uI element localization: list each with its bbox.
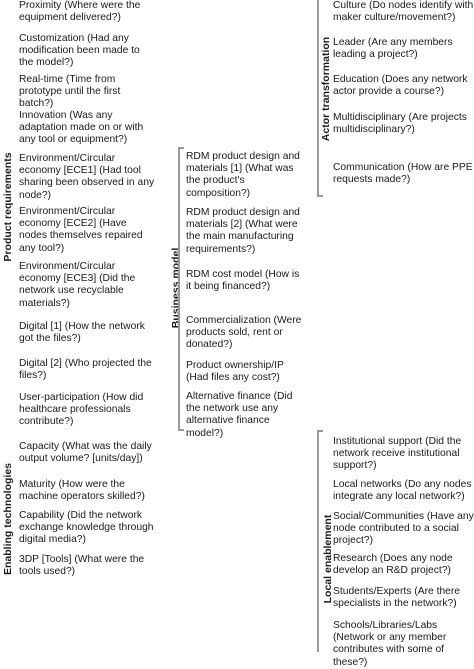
list-item: Schools/Libraries/Labs (Network or any m… xyxy=(333,620,447,668)
list-item: Culture (Do nodes identify with maker cu… xyxy=(333,0,474,24)
list-item: Capacity (What was the daily output volu… xyxy=(19,441,152,465)
list-item: Environment/Circular economy [ECE2] (Hav… xyxy=(19,206,143,254)
list-item: Innovation (Was any adaptation made on o… xyxy=(19,110,144,146)
list-item: Multidisciplinary (Are projects multidis… xyxy=(333,112,467,136)
list-item: Environment/Circular economy [ECE1] (Had… xyxy=(19,153,155,201)
list-item: Social/Communities (Have any node contri… xyxy=(333,511,474,547)
list-item: Maturity (How were the machine operators… xyxy=(19,479,145,503)
category-enabling-technologies: Enabling technologies xyxy=(2,463,14,576)
list-item: Product ownership/IP (Had files any cost… xyxy=(186,360,284,384)
bracket-local-enablement xyxy=(317,430,323,652)
list-item: Proximity (Where were the equipment deli… xyxy=(19,0,141,24)
list-item: RDM product design and materials [1] (Wh… xyxy=(186,151,300,199)
list-item: Digital [2] (Who projected the files?) xyxy=(19,358,152,382)
list-item: User-participation (How did healthcare p… xyxy=(19,392,144,428)
list-item: Commercialization (Were products sold, r… xyxy=(186,315,302,351)
list-item: Customization (Had any modification been… xyxy=(19,33,140,69)
list-item: Digital [1] (How the network got the fil… xyxy=(19,321,145,345)
list-item: Communication (How are PPE requests made… xyxy=(333,162,473,186)
bracket-actor-transformation xyxy=(317,0,323,197)
list-item: Students/Experts (Are there specialists … xyxy=(333,586,461,610)
list-item: Research (Does any node develop an R&D p… xyxy=(333,553,453,577)
list-item: Leader (Are any members leading a projec… xyxy=(333,37,453,61)
bracket-business-model xyxy=(178,147,184,431)
list-item: Institutional support (Did the network r… xyxy=(333,436,462,472)
category-product-requirements: Product requirements xyxy=(2,152,14,262)
list-item: RDM product design and materials [2] (Wh… xyxy=(186,207,300,255)
list-item: Real-time (Time from prototype until the… xyxy=(19,74,121,110)
list-item: Capability (Did the network exchange kno… xyxy=(19,510,154,546)
list-item: Local networks (Do any nodes integrate a… xyxy=(333,479,472,503)
list-item: Education (Does any network actor provid… xyxy=(333,74,468,98)
list-item: 3DP [Tools] (What were the tools used?) xyxy=(19,554,145,578)
list-item: Alternative finance (Did the network use… xyxy=(186,391,293,439)
list-item: Environment/Circular economy [ECE3] (Did… xyxy=(19,261,136,309)
list-item: RDM cost model (How is it being financed… xyxy=(186,269,300,293)
